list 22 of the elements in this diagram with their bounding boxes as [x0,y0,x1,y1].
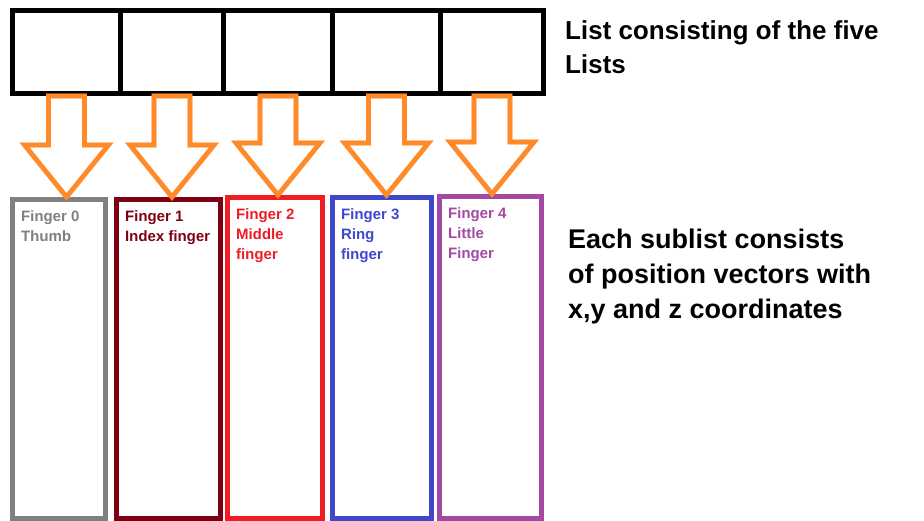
sublist-box [10,197,108,521]
sublist-box [225,195,325,521]
block-arrow [230,94,326,199]
block-arrow [124,94,220,201]
sublist-title: Finger 4 [448,204,508,224]
sublist-box [330,195,434,521]
block-arrow [339,94,434,199]
finger-name: Middle finger [236,225,284,265]
finger-name: Index finger [125,227,212,247]
sublist-title: Finger 2 [236,205,296,225]
finger-name: Ring finger [341,225,384,265]
note-text: Each sublist consists of position vectors with x,y and z coordinates [568,223,872,326]
sublist-box [437,194,544,521]
note-text: List consisting of the five Lists [565,14,880,81]
sublist-title: Finger 0 [21,207,80,227]
block-arrow [444,94,540,198]
finger-name: Little Finger [448,224,495,264]
sublist-title: Finger 1 [125,207,184,227]
finger-name: Thumb [21,227,72,247]
block-arrow [19,94,114,201]
sublist-title: Finger 3 [341,205,400,225]
sublist-box [114,197,223,521]
